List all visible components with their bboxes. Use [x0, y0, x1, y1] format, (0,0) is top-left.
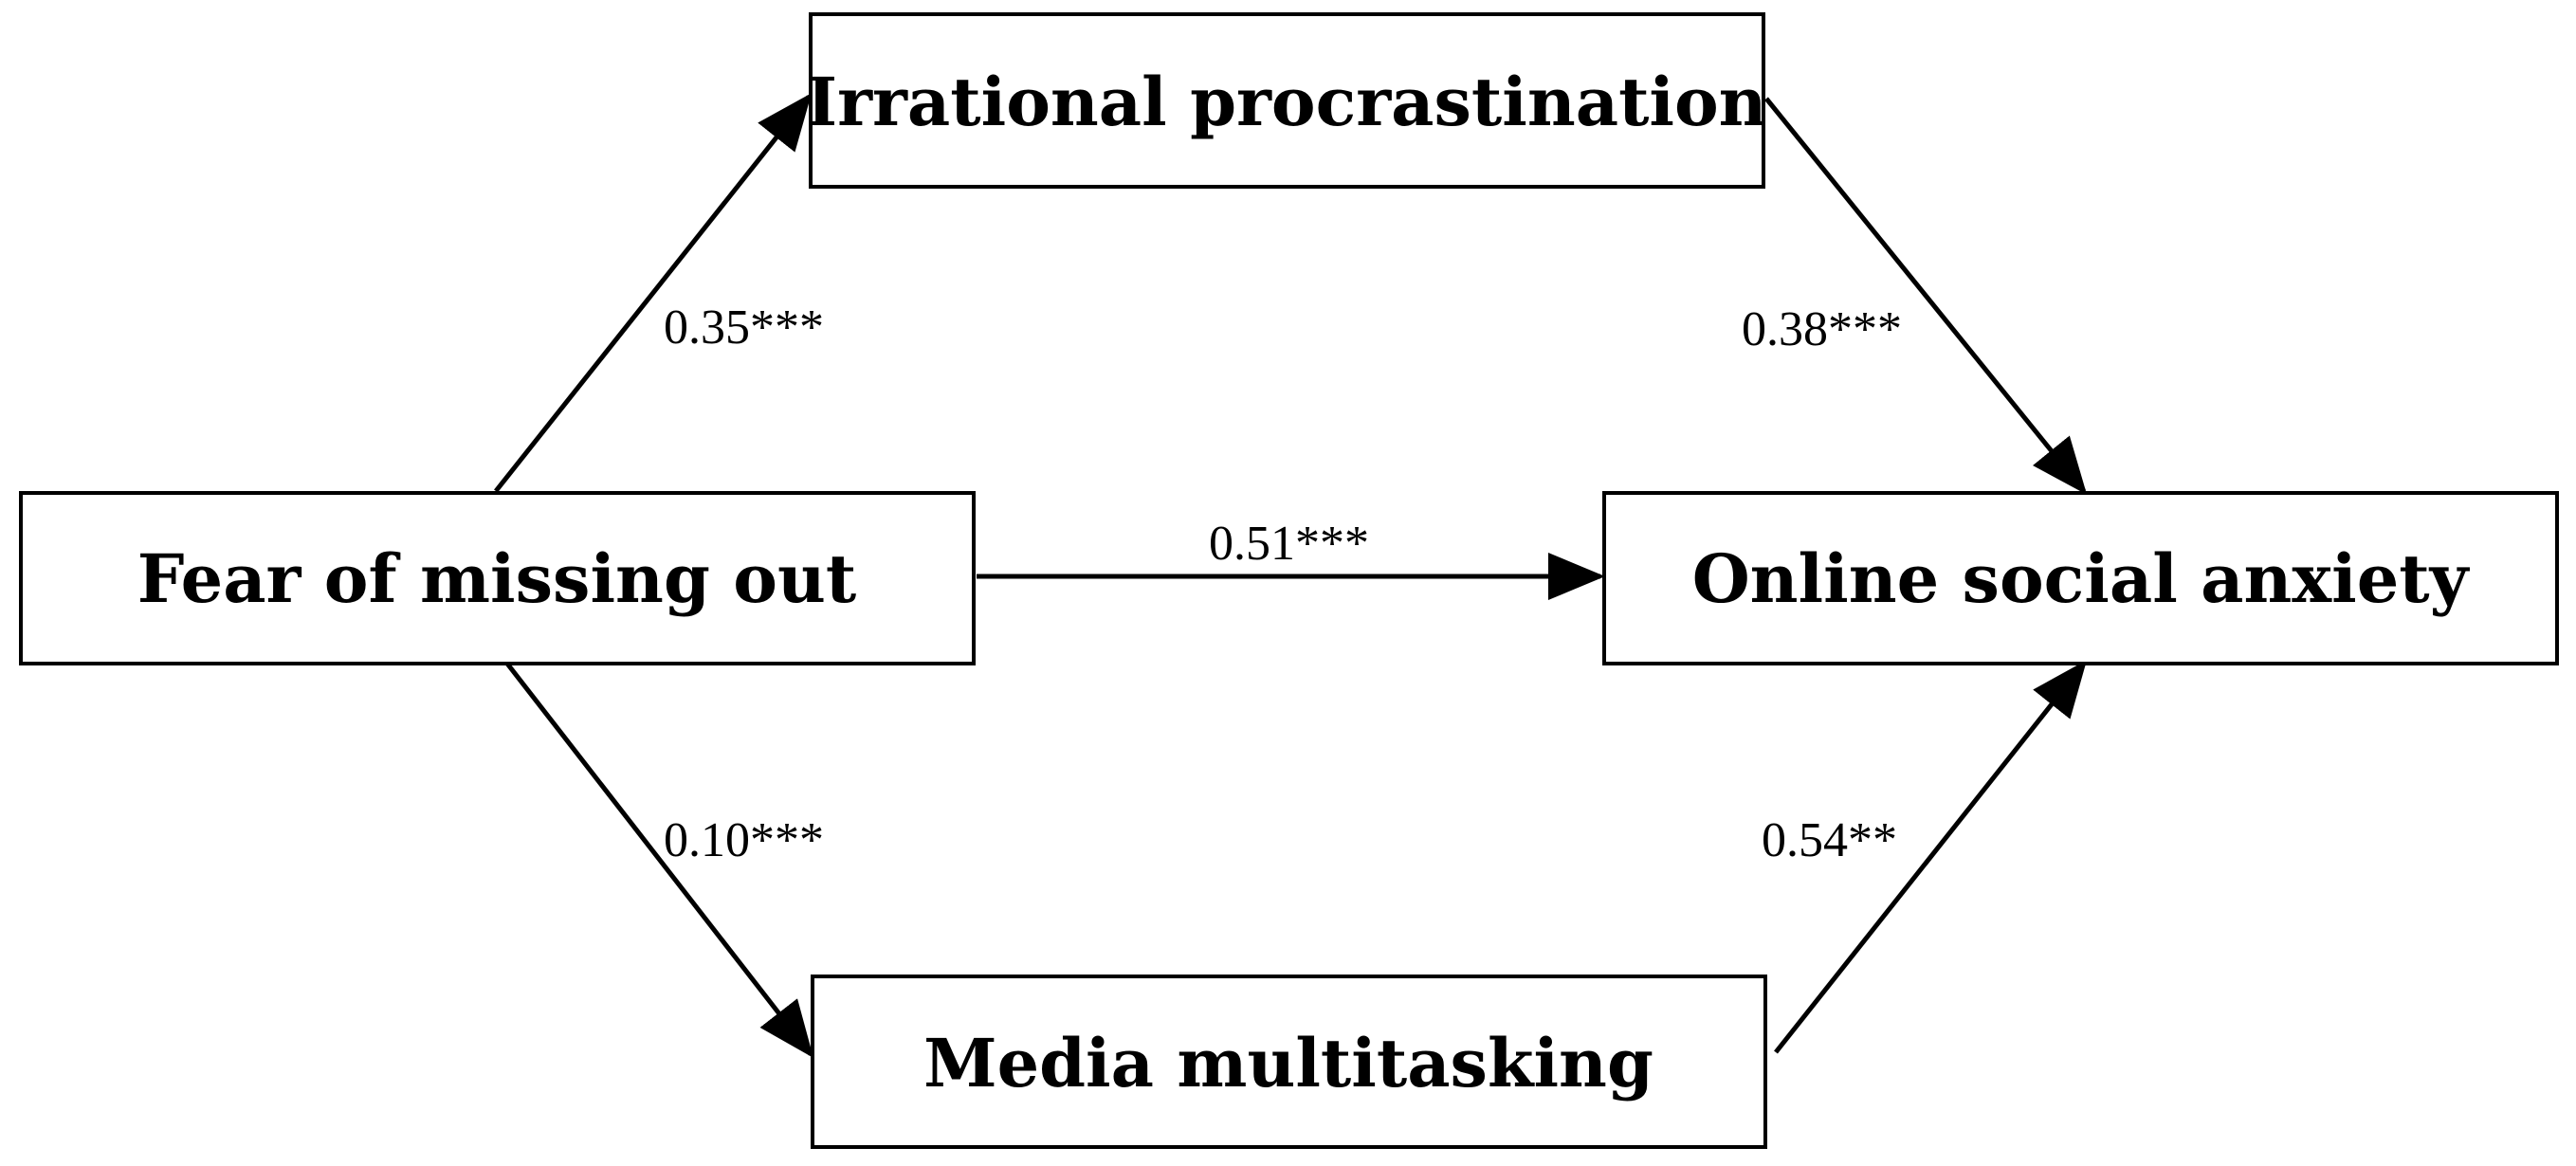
node-anxiety-label: Online social anxiety [1692, 539, 2471, 618]
node-irrational-label: Irrational procrastination [806, 63, 1766, 141]
coefficient-fomo-to-media: 0.10*** [664, 813, 824, 867]
node-media-label: Media multitasking [923, 1024, 1653, 1102]
arrow-fomo-to-irrational [494, 93, 813, 493]
edge-media-to-anxiety: 0.54** [1762, 660, 2088, 1054]
node-media: Media multitasking [811, 975, 1767, 1149]
node-fomo-box [19, 491, 976, 665]
arrow-media-to-anxiety [1774, 660, 2088, 1054]
node-anxiety: Online social anxiety [1602, 491, 2559, 665]
coefficient-fomo-to-anxiety: 0.51*** [1209, 517, 1369, 571]
coefficient-irrational-to-anxiety: 0.38*** [1742, 302, 1902, 356]
node-anxiety-box [1602, 491, 2559, 665]
coefficient-media-to-anxiety: 0.54** [1762, 813, 1897, 867]
arrow-irrational-to-anxiety [1764, 97, 2088, 495]
node-irrational-box [809, 12, 1765, 189]
arrow-fomo-to-media [505, 662, 814, 1058]
edge-fomo-to-anxiety: 0.51*** [977, 517, 1605, 600]
node-irrational: Irrational procrastination [806, 12, 1767, 189]
edge-fomo-to-irrational: 0.35*** [494, 93, 824, 493]
edge-irrational-to-anxiety: 0.38*** [1742, 97, 2088, 495]
node-media-box [811, 975, 1767, 1149]
coefficient-fomo-to-irrational: 0.35*** [664, 301, 824, 355]
node-fomo: Fear of missing out [19, 491, 976, 665]
node-fomo-label: Fear of missing out [137, 539, 856, 618]
edge-fomo-to-media: 0.10*** [505, 662, 824, 1058]
